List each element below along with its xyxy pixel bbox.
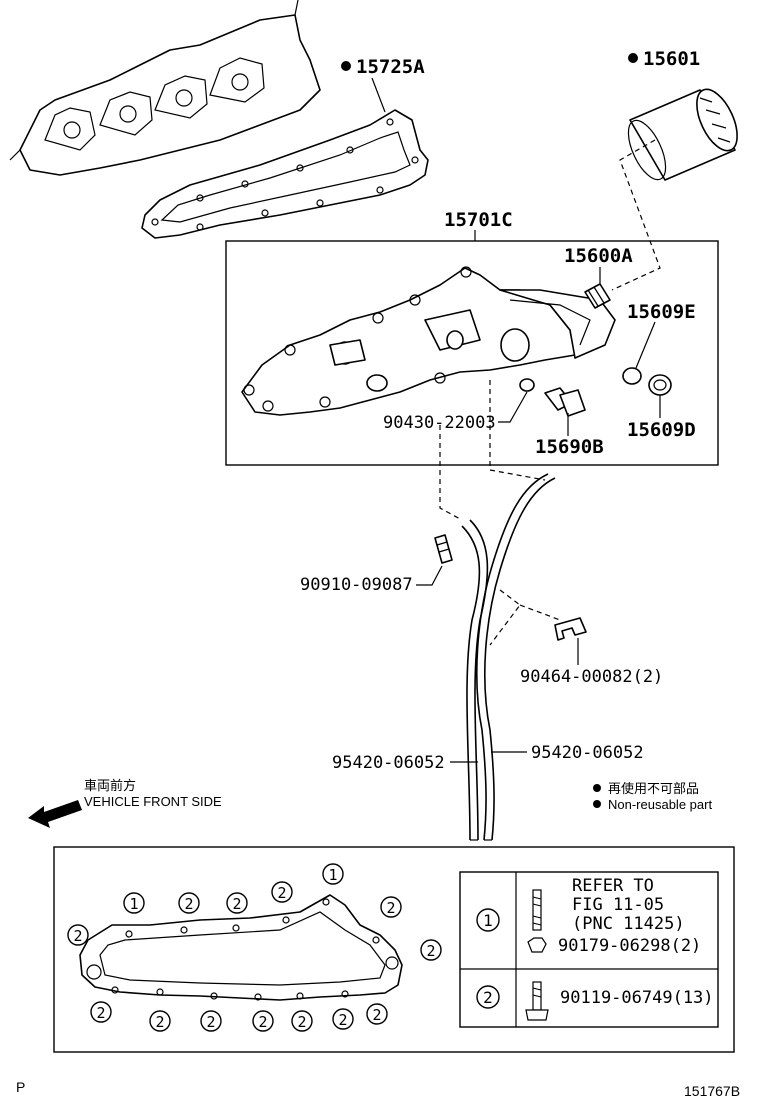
label-hose-right: 95420-06052 [531,743,644,763]
nonreusable-dot-15601 [628,53,638,63]
bolt-90910-09087[interactable] [434,534,453,564]
nonreusable-label-jp: 再使用不可部品 [608,781,699,796]
detail-gasket [79,894,403,1001]
marker-15: 2 [372,1006,381,1024]
label-hose-left: 95420-06052 [332,753,445,773]
bolt-table: 1 2 REFER TO FIG 11-05 (PNC 11425) 90179… [459,871,719,1028]
leader-90910-09087 [416,565,443,586]
marker-6: 2 [386,899,395,917]
label-15725A: 15725A [356,56,425,78]
marker-3: 2 [232,895,241,913]
cooler-dashed-link-b [489,380,546,481]
table-refer: REFER TO [572,876,654,896]
marker-10: 2 [155,1013,164,1031]
marker-9: 2 [96,1004,105,1022]
table-nut: 90179-06298(2) [558,936,701,956]
label-90910-09087: 90910-09087 [300,575,413,595]
marker-11: 2 [206,1013,215,1031]
table-key-2: 2 [483,988,493,1007]
plug-seal-90430-22003[interactable] [519,378,535,392]
front-arrow-icon [28,800,82,828]
marker-13: 2 [297,1013,306,1031]
marker-7: 2 [73,927,82,945]
footer-code: 151767B [684,1083,740,1099]
nonreusable-dot-15725A [341,61,351,71]
filter-dashed-link [611,139,661,291]
engine-block-illustration [9,0,321,176]
stud-bolt-icon [532,889,542,931]
label-15690B: 15690B [535,436,604,458]
clamp-dashed-link [489,589,561,646]
label-15609E: 15609E [627,301,696,323]
oring-15609D[interactable] [648,374,672,396]
oil-cooler-body[interactable] [241,266,616,416]
oring-15609E[interactable] [622,367,642,385]
cooler-dashed-link-a [439,425,463,521]
footer-left: P [16,1079,25,1095]
hoses[interactable] [461,473,556,841]
leader-15725A [371,77,386,113]
front-label-en: VEHICLE FRONT SIDE [84,794,222,809]
label-15609D: 15609D [627,419,696,441]
switch-15690B[interactable] [544,387,586,417]
marker-2: 2 [184,895,193,913]
label-15601: 15601 [643,48,700,70]
nonreusable-label-en: Non-reusable part [608,797,712,812]
front-label-jp: 車両前方 [84,778,136,793]
marker-12: 2 [258,1013,267,1031]
detail-markers: 1 2 2 2 1 2 2 2 2 2 2 2 2 2 2 [67,863,442,1032]
marker-14: 2 [338,1011,347,1029]
gasket-15725A[interactable] [141,109,429,239]
nonreusable-legend-dot [593,784,601,792]
nonreusable-legend-dot-2 [593,800,601,808]
label-15701C: 15701C [444,209,513,231]
gasket-detail-box [53,846,735,1053]
nut-icon [527,937,547,953]
clamp-90464-00082[interactable] [554,617,587,641]
label-90464-00082: 90464-00082(2) [520,667,663,687]
leader-90430-22003 [498,391,528,423]
leader-15609E [635,321,656,369]
table-fig: FIG 11-05 [572,895,664,915]
oil-filter-15601[interactable] [621,83,746,185]
flange-bolt-icon [525,981,549,1021]
marker-1: 1 [129,895,138,913]
marker-8: 2 [426,942,435,960]
marker-4: 2 [277,884,286,902]
assembly-box [225,240,719,466]
marker-5: 1 [328,866,337,884]
union-15600A[interactable] [584,283,611,309]
table-key-1: 1 [483,911,493,930]
table-pnc: (PNC 11425) [572,914,685,934]
label-15600A: 15600A [564,245,633,267]
table-bolt: 90119-06749(13) [560,988,714,1008]
label-90430-22003: 90430-22003 [383,413,496,433]
